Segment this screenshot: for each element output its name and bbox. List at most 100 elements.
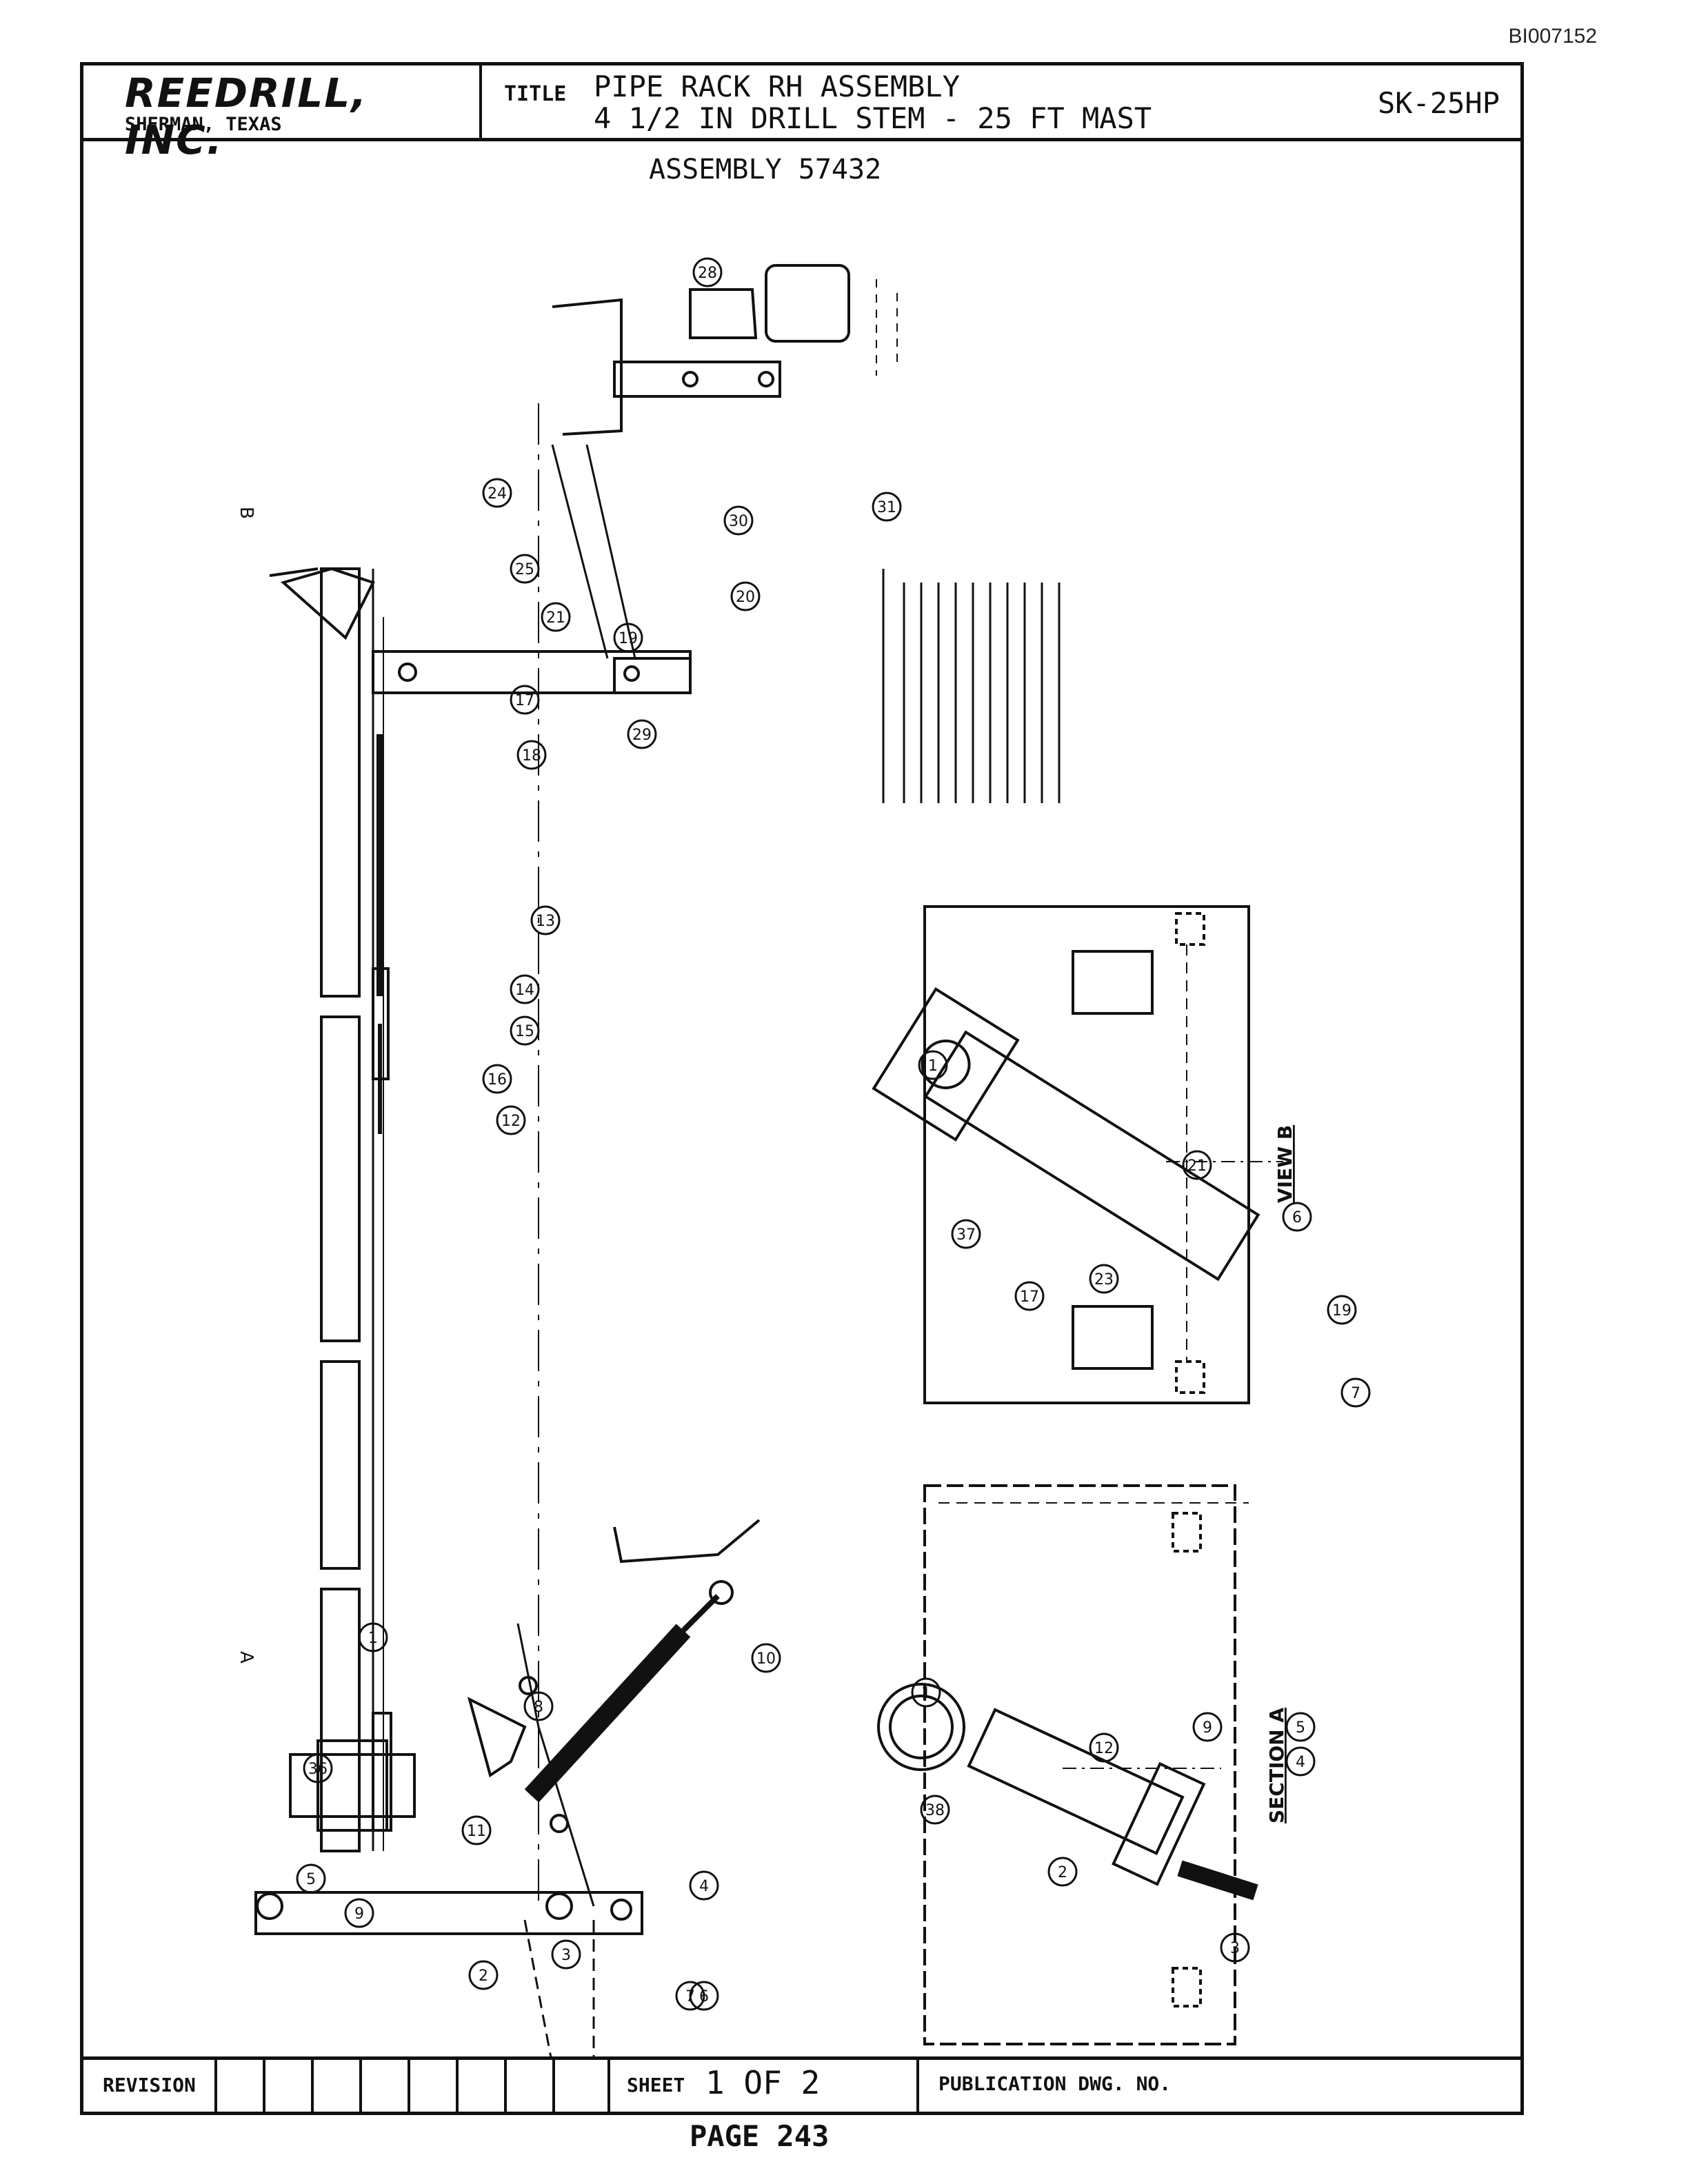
- callout-label: 7: [685, 1988, 695, 2005]
- callout-bubble: [461, 1815, 492, 1846]
- footer-block: REVISION SHEET 1 OF 2 PUBLICATION DWG. N…: [83, 2056, 1520, 2112]
- callout-bubble: [551, 1939, 581, 1970]
- callout-bubble: [482, 478, 512, 508]
- callout-label: 19: [1332, 1302, 1352, 1320]
- callout-label: 21: [546, 609, 565, 627]
- callout-label: 15: [515, 1023, 534, 1040]
- adjustment-notes: [882, 569, 1061, 803]
- sheet-label: SHEET: [627, 2074, 685, 2096]
- company-block: REEDRILL, INC. SHERMAN, TEXAS: [83, 65, 482, 163]
- callout-label: 2: [479, 1968, 488, 1985]
- callout-label: 16: [488, 1071, 507, 1089]
- callout-label: 12: [1094, 1740, 1114, 1757]
- callout-bubble: [751, 1643, 781, 1673]
- callout-bubble: [911, 1677, 941, 1708]
- callout-label: 21: [1187, 1157, 1207, 1175]
- callout-label: 9: [354, 1905, 364, 1923]
- callout-bubble: [692, 257, 723, 287]
- callout-bubble: [1282, 1202, 1312, 1232]
- callout-label: 31: [877, 499, 896, 516]
- callout-bubble: [730, 581, 761, 611]
- callout-label: 1: [928, 1058, 938, 1075]
- callout-bubble: [1327, 1295, 1357, 1325]
- callout-label: 1: [368, 1630, 378, 1647]
- document-id: BI007152: [1508, 25, 1597, 48]
- callout-label: 8: [534, 1699, 543, 1716]
- callout-bubble: [523, 1691, 554, 1721]
- title-label: TITLE: [504, 82, 567, 106]
- callout-label: 9: [1203, 1719, 1212, 1737]
- section-marker-a: A: [236, 1651, 257, 1664]
- callout-label: 23: [1094, 1271, 1114, 1288]
- callout-bubble: [510, 554, 540, 584]
- main-rack-elevation: [254, 403, 761, 2058]
- callout-bubble: [689, 1981, 719, 2011]
- callout-label: 12: [501, 1113, 521, 1130]
- section-a-panel: [877, 1484, 1258, 2045]
- callout-label: 6: [1292, 1209, 1302, 1226]
- callout-bubble: [1340, 1377, 1371, 1408]
- callout-label: 7: [1351, 1385, 1360, 1402]
- callout-label: 3: [1230, 1940, 1240, 1957]
- callout-label: 17: [1020, 1288, 1039, 1306]
- callout-bubble: [510, 685, 540, 715]
- upper-clamp-detail: [552, 264, 898, 436]
- callout-bubble: [516, 740, 547, 770]
- callout-bubble: [510, 1015, 540, 1046]
- callout-bubble: [510, 974, 540, 1004]
- section-a-title: SECTION A: [1265, 1708, 1288, 1823]
- publication-label: PUBLICATION DWG. NO.: [938, 2072, 1172, 2095]
- company-location: SHERMAN, TEXAS: [125, 114, 282, 135]
- callout-bubble: [1014, 1281, 1045, 1311]
- callout-label: 19: [619, 630, 638, 647]
- callout-bubble: [344, 1898, 374, 1928]
- drawing-sheet: REEDRILL, INC. SHERMAN, TEXAS TITLE PIPE…: [80, 62, 1524, 2115]
- assembly-label: ASSEMBLY 57432: [649, 154, 882, 185]
- callout-label: 30: [729, 513, 748, 530]
- callout-label: 5: [306, 1871, 316, 1888]
- model-number: SK-25HP: [1377, 86, 1500, 120]
- callout-label: 28: [698, 265, 717, 282]
- drawing-title-line-2: 4 1/2 IN DRILL STEM - 25 FT MAST: [594, 101, 1152, 135]
- revision-cell: [263, 2060, 311, 2112]
- revision-cell: [408, 2060, 456, 2112]
- view-b-title: VIEW B: [1274, 1125, 1296, 1203]
- callout-bubble: [1089, 1264, 1119, 1294]
- revision-cell: [504, 2060, 552, 2112]
- sheet-number-box: SHEET 1 OF 2: [607, 2060, 919, 2112]
- callout-bubble: [627, 719, 657, 749]
- callout-bubble: [541, 602, 571, 632]
- callout-bubble: [1220, 1932, 1250, 1963]
- callout-label: 11: [467, 1823, 486, 1840]
- callout-bubble: [918, 1050, 948, 1080]
- revision-cell: [552, 2060, 601, 2112]
- drawing-title-line-1: PIPE RACK RH ASSEMBLY: [594, 70, 961, 103]
- callout-bubble: [1047, 1857, 1078, 1887]
- title-block: REEDRILL, INC. SHERMAN, TEXAS TITLE PIPE…: [83, 65, 1520, 163]
- callout-label: 2: [1058, 1864, 1067, 1881]
- callout-bubble: [1182, 1150, 1212, 1180]
- callout-label: 10: [756, 1650, 776, 1668]
- callout-bubble: [296, 1863, 326, 1894]
- callout-bubble: [1089, 1732, 1119, 1763]
- company-logo: REEDRILL, INC.: [125, 70, 368, 163]
- callout-label: 3: [561, 1947, 571, 1964]
- callout-label: 36: [308, 1761, 328, 1778]
- callout-label: 24: [488, 485, 507, 503]
- revision-label: REVISION: [103, 2074, 196, 2096]
- callout-label: 4: [699, 1878, 709, 1895]
- technical-drawing: B A VIEW B SECTION A 1234567891011121314…: [236, 257, 1371, 2058]
- callout-label: 17: [515, 692, 534, 709]
- callout-bubble: [1285, 1746, 1316, 1777]
- callout-bubble: [468, 1960, 499, 1990]
- callouts-main: 1234567891011121314151617181920212425282…: [296, 257, 902, 2011]
- callout-bubble: [530, 905, 561, 936]
- callout-bubble: [613, 623, 643, 653]
- callout-bubble: [675, 1981, 705, 2011]
- revision-cell: [311, 2060, 359, 2112]
- callout-bubble: [723, 505, 754, 536]
- view-b-panel: [872, 905, 1283, 1404]
- section-marker-b: B: [236, 507, 257, 519]
- callout-bubble: [1285, 1712, 1316, 1742]
